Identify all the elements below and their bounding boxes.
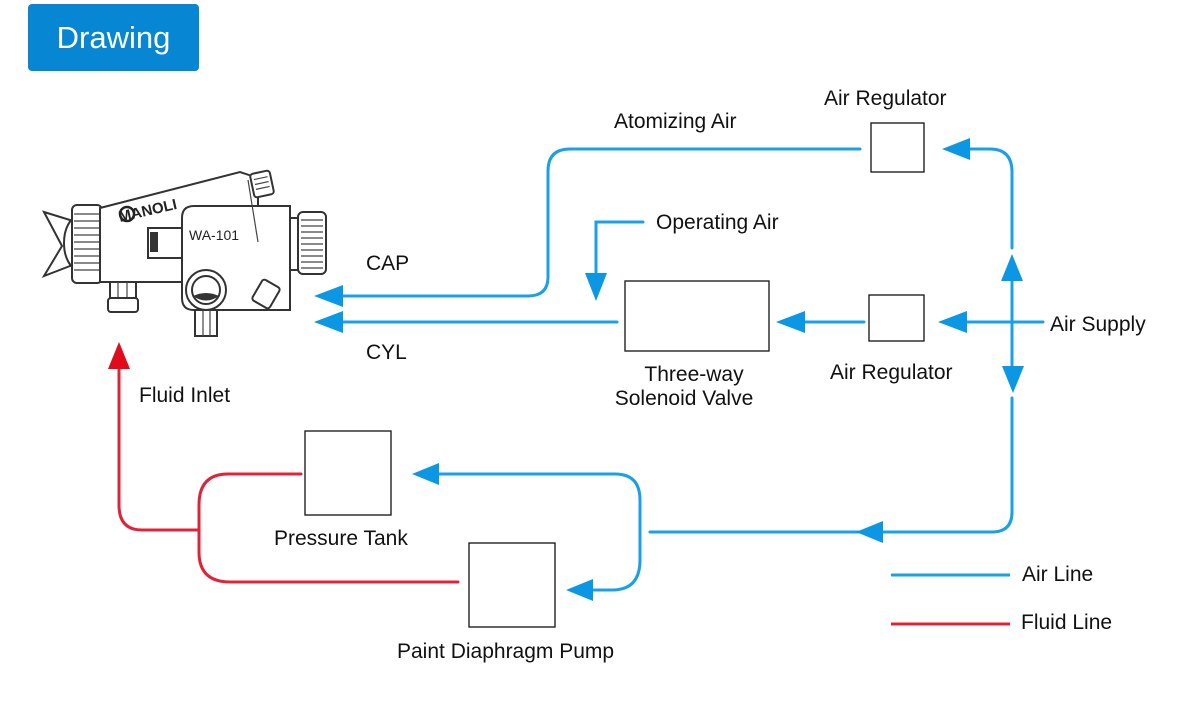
- gun-retaining-ring: [71, 204, 103, 284]
- label-fluid-inlet: Fluid Inlet: [139, 384, 230, 407]
- legend: Air Line Fluid Line: [891, 563, 1112, 634]
- arrow-left-icon: [938, 311, 967, 333]
- legend-air-line-label: Air Line: [1022, 563, 1093, 586]
- gun-air-cap-horns: [41, 210, 71, 278]
- label-air-regulator-mid: Air Regulator: [830, 361, 953, 384]
- supply-down-line: [878, 396, 1014, 534]
- arrow-left-icon: [942, 138, 970, 160]
- fluid-inlet-line: [117, 363, 201, 532]
- supply-to-top-regulator-line: [964, 147, 1014, 250]
- arrow-left-icon: [314, 285, 343, 307]
- fluid-lines: [108, 342, 460, 584]
- arrow-left-icon: [856, 521, 883, 543]
- operating-air-line: [594, 220, 645, 284]
- arrow-left-icon: [776, 311, 805, 333]
- air-arrows: [314, 138, 1024, 601]
- spray-gun-illustration: MANOLI WA-101: [41, 169, 327, 337]
- arrow-up-icon: [1001, 254, 1023, 281]
- gun-adjust-knob: [297, 211, 327, 275]
- drawing-title-badge: Drawing: [28, 4, 199, 71]
- label-solenoid-valve: Solenoid Valve: [615, 387, 754, 410]
- air-regulator-mid-box: [868, 294, 925, 342]
- arrow-down-icon: [1002, 366, 1024, 393]
- label-cyl: CYL: [366, 341, 407, 364]
- brand-logo-icon: [118, 205, 136, 223]
- label-pressure-tank: Pressure Tank: [274, 527, 408, 550]
- label-paint-diaphragm-pump: Paint Diaphragm Pump: [397, 640, 614, 663]
- air-regulator-top-box: [870, 122, 925, 173]
- tank-pump-air-loop: [435, 472, 642, 592]
- pressure-tank-box: [304, 430, 392, 516]
- three-way-solenoid-valve-box: [624, 280, 770, 352]
- arrow-left-icon: [412, 463, 439, 485]
- label-cap: CAP: [366, 252, 409, 275]
- label-operating-air: Operating Air: [656, 211, 779, 234]
- air-lines: [336, 147, 1045, 592]
- arrow-left-icon: [314, 311, 343, 333]
- gun-model-label: WA-101: [189, 227, 239, 243]
- arrow-left-icon: [566, 579, 593, 601]
- arrow-down-icon: [585, 273, 607, 301]
- label-three-way: Three-way: [644, 363, 744, 386]
- label-air-regulator-top: Air Regulator: [824, 87, 947, 110]
- label-atomizing-air: Atomizing Air: [614, 110, 737, 133]
- paint-diaphragm-pump-box: [468, 542, 556, 628]
- fluid-arrow-up-icon: [108, 342, 130, 369]
- fluid-branch-line: [197, 472, 460, 584]
- label-air-supply: Air Supply: [1050, 313, 1146, 336]
- legend-fluid-line-label: Fluid Line: [1021, 611, 1112, 634]
- atomizing-air-line: [336, 147, 862, 298]
